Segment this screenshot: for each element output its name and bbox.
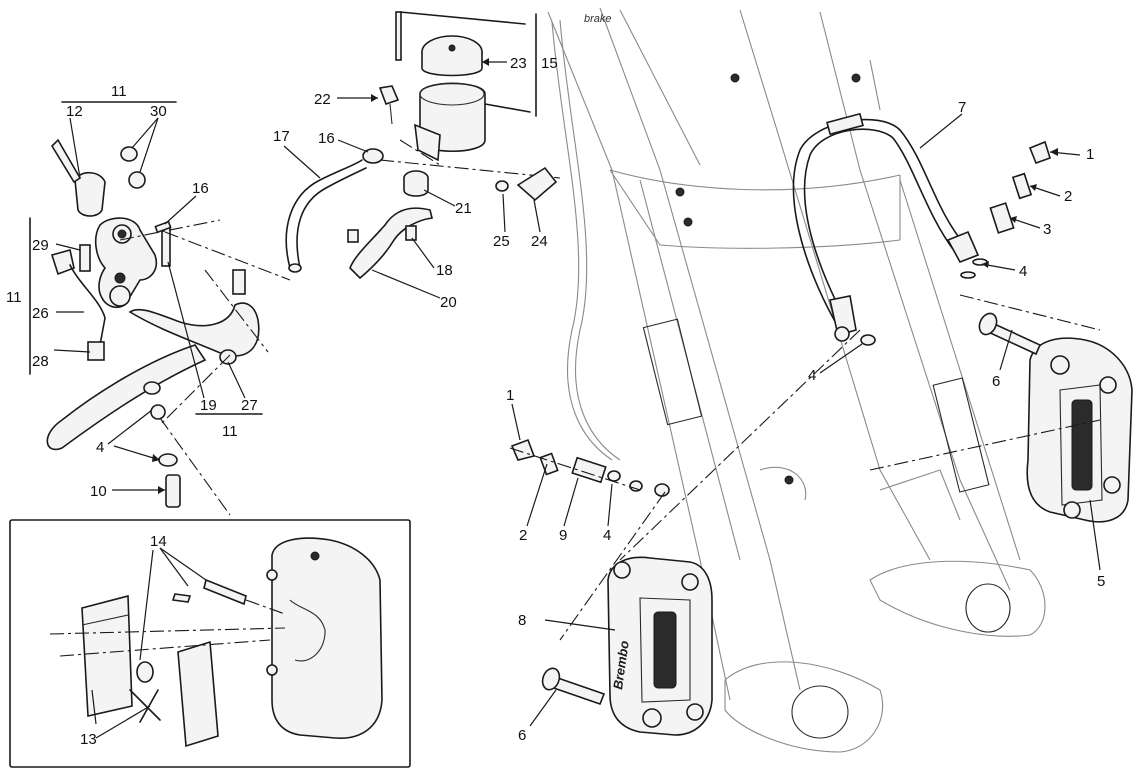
callout-25: 25 (493, 233, 510, 250)
front-fork-outline (547, 7, 1046, 753)
callout-5: 5 (1097, 573, 1105, 590)
brake-hose (792, 112, 980, 342)
callout-20: 20 (440, 294, 457, 311)
callout-9: 9 (559, 527, 567, 544)
callout-10: 10 (90, 483, 107, 500)
callout-7: 7 (958, 99, 966, 116)
callout-2: 2 (519, 527, 527, 544)
callout-14: 14 (150, 533, 167, 550)
callout-13: 13 (80, 731, 97, 748)
callout-11: 11 (111, 83, 127, 100)
callout-16: 16 (318, 130, 335, 147)
callout-3: 3 (1043, 221, 1051, 238)
bleed-parts-right (860, 140, 1051, 346)
inset-leaders (91, 547, 207, 739)
callout-2: 2 (1064, 188, 1072, 205)
callout-12: 12 (66, 103, 83, 120)
callout-arrowheads (152, 58, 1058, 494)
right-brake-caliper (1026, 337, 1133, 523)
callout-16: 16 (192, 180, 209, 197)
reservoir-bracket-lines (399, 11, 537, 166)
brake-fluid-reservoir (347, 11, 558, 280)
callout-1: 1 (1086, 146, 1094, 163)
assembly-lines-left (119, 159, 561, 516)
callout-labels: 1 2 3 4 5 6 7 4 1 2 9 4 8 6 11 12 30 16 … (6, 55, 1105, 748)
callout-8: 8 (518, 612, 526, 629)
callout-28: 28 (32, 353, 49, 370)
callout-27: 27 (241, 397, 258, 414)
caliper-bolt-right (978, 312, 1042, 356)
callout-29: 29 (32, 237, 49, 254)
brake-pad-inset (9, 519, 411, 768)
callout-11: 11 (6, 289, 22, 306)
callout-6: 6 (992, 373, 1000, 390)
callout-22: 22 (314, 91, 331, 108)
left-brake-caliper: Brembo (607, 556, 713, 736)
assembly-lines-right (509, 294, 1101, 641)
callout-4: 4 (96, 439, 104, 456)
callout-4: 4 (808, 367, 816, 384)
callout-11: 11 (222, 423, 238, 440)
callout-21: 21 (455, 200, 472, 217)
callout-18: 18 (436, 262, 453, 279)
callout-15: 15 (541, 55, 558, 72)
callout-23: 23 (510, 55, 527, 72)
callout-26: 26 (32, 305, 49, 322)
callout-4: 4 (603, 527, 611, 544)
callout-6: 6 (518, 727, 526, 744)
callout-1: 1 (506, 387, 514, 404)
callout-17: 17 (273, 128, 290, 145)
caliper-bolt-left (541, 667, 606, 706)
callout-4: 4 (1019, 263, 1027, 280)
bleed-parts-left (510, 438, 670, 497)
callout-24: 24 (531, 233, 548, 250)
caliper-brand-text: Brembo (610, 640, 632, 691)
callout-leaders (29, 61, 1101, 727)
master-cylinder-assembly (46, 138, 384, 508)
callout-30: 30 (150, 103, 167, 120)
sketch-mark-text: brake (584, 13, 612, 25)
callout-19: 19 (200, 397, 217, 414)
